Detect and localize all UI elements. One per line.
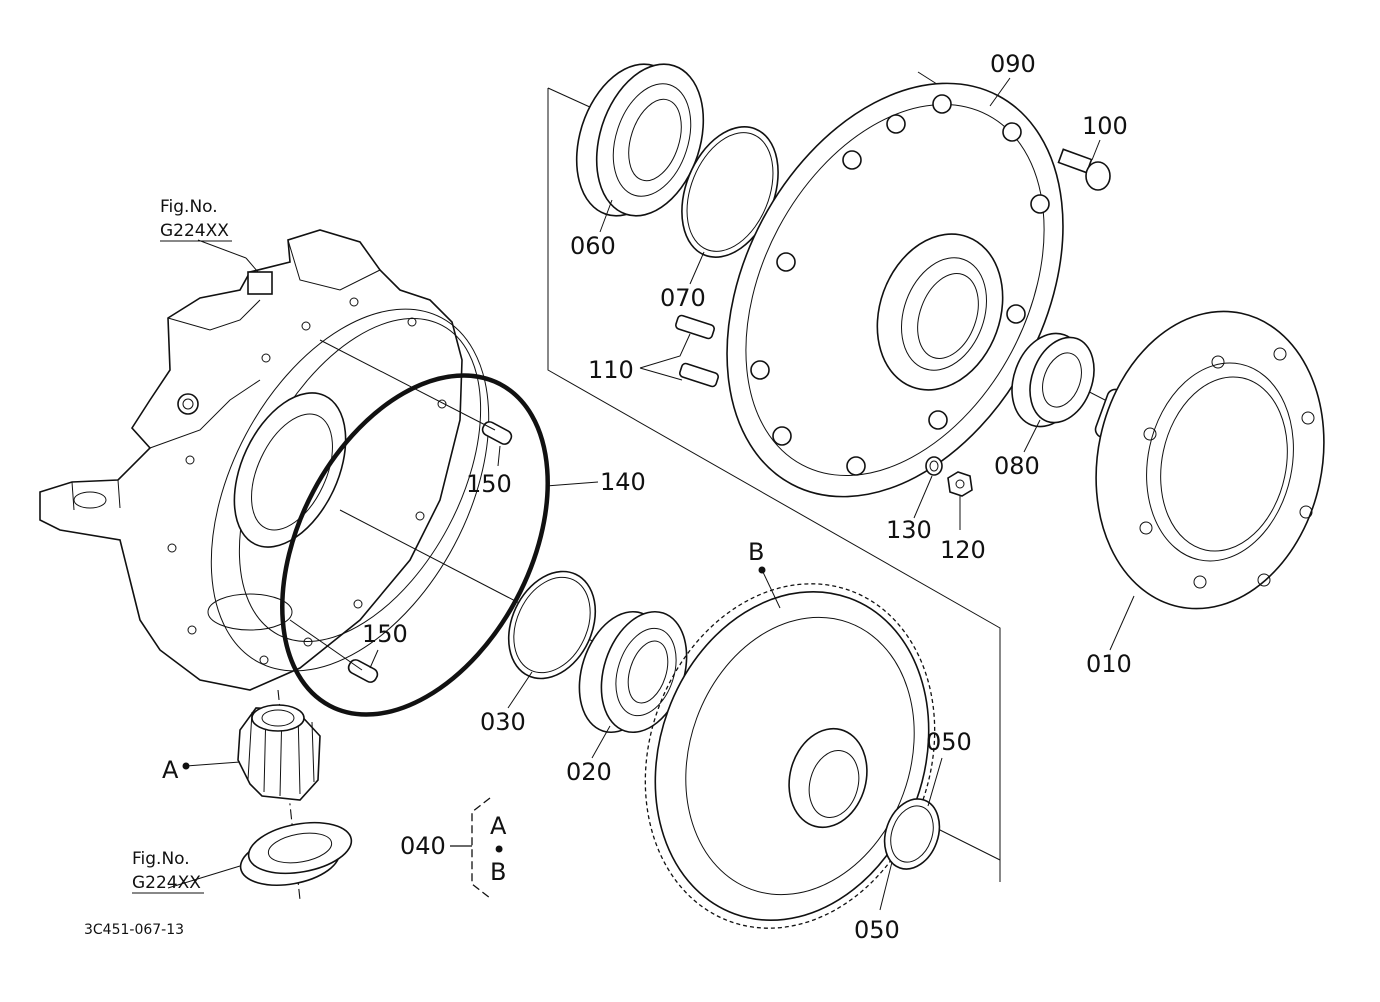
label-090: 090 [990,50,1036,78]
stud-110[interactable] [675,314,719,388]
drawing-code: 3C451-067-13 [84,922,184,938]
bearing-060[interactable] [558,50,721,229]
label-group-dot: • [492,836,506,864]
label-130: 130 [886,516,932,544]
pin-150-lower[interactable] [346,658,379,684]
fig-ref-bottom-title: Fig.No. [132,849,190,869]
label-b-marker: B [748,538,764,566]
pinion-gear-a[interactable] [237,704,321,801]
cover-bolt-lugs [750,94,1050,476]
label-040: 040 [400,832,446,860]
leader-lines [167,77,1135,911]
label-020: 020 [566,758,612,786]
fig-ref-top-code: G224XX [160,221,229,241]
label-080: 080 [994,452,1040,480]
label-group-a: A [490,812,507,840]
bolt-100[interactable] [1057,148,1111,191]
seal-080[interactable] [1000,323,1106,436]
label-group-b: B [490,858,506,886]
cover-090[interactable] [659,25,1130,554]
washer-130[interactable] [925,456,943,476]
o-ring-140[interactable] [228,330,602,759]
fig-ref-top-title: Fig.No. [160,197,218,217]
housing-bolt-holes [167,297,447,665]
snap-ring-050[interactable] [875,791,948,876]
pin-150-upper[interactable] [480,420,513,446]
figure-references: Fig.No. G224XX Fig.No. G224XX [132,197,232,894]
fig-ref-bottom-code: G224XX [132,873,201,893]
label-010: 010 [1086,650,1132,678]
flange-shaft-010[interactable] [1069,290,1350,630]
label-a-marker: A [162,756,179,784]
label-110: 110 [588,356,634,384]
label-150-lower: 150 [362,620,408,648]
label-060: 060 [570,232,616,260]
label-100: 100 [1082,112,1128,140]
label-140: 140 [600,468,646,496]
label-070: 070 [660,284,706,312]
label-050-lower: 050 [854,916,900,944]
flange-bolt-holes [1139,347,1315,589]
ring-030[interactable] [492,557,612,692]
label-120: 120 [940,536,986,564]
gear-housing [39,229,490,691]
label-150-upper: 150 [466,470,512,498]
ring-gear-b[interactable] [598,543,982,970]
group-brace-040 [450,797,491,899]
label-050-upper: 050 [926,728,972,756]
nut-120[interactable] [947,471,973,497]
label-030: 030 [480,708,526,736]
part-labels: 090 100 060 070 110 080 140 150 130 120 … [162,50,1132,944]
pinion-bearing [239,821,353,886]
bearing-020[interactable] [565,601,701,744]
